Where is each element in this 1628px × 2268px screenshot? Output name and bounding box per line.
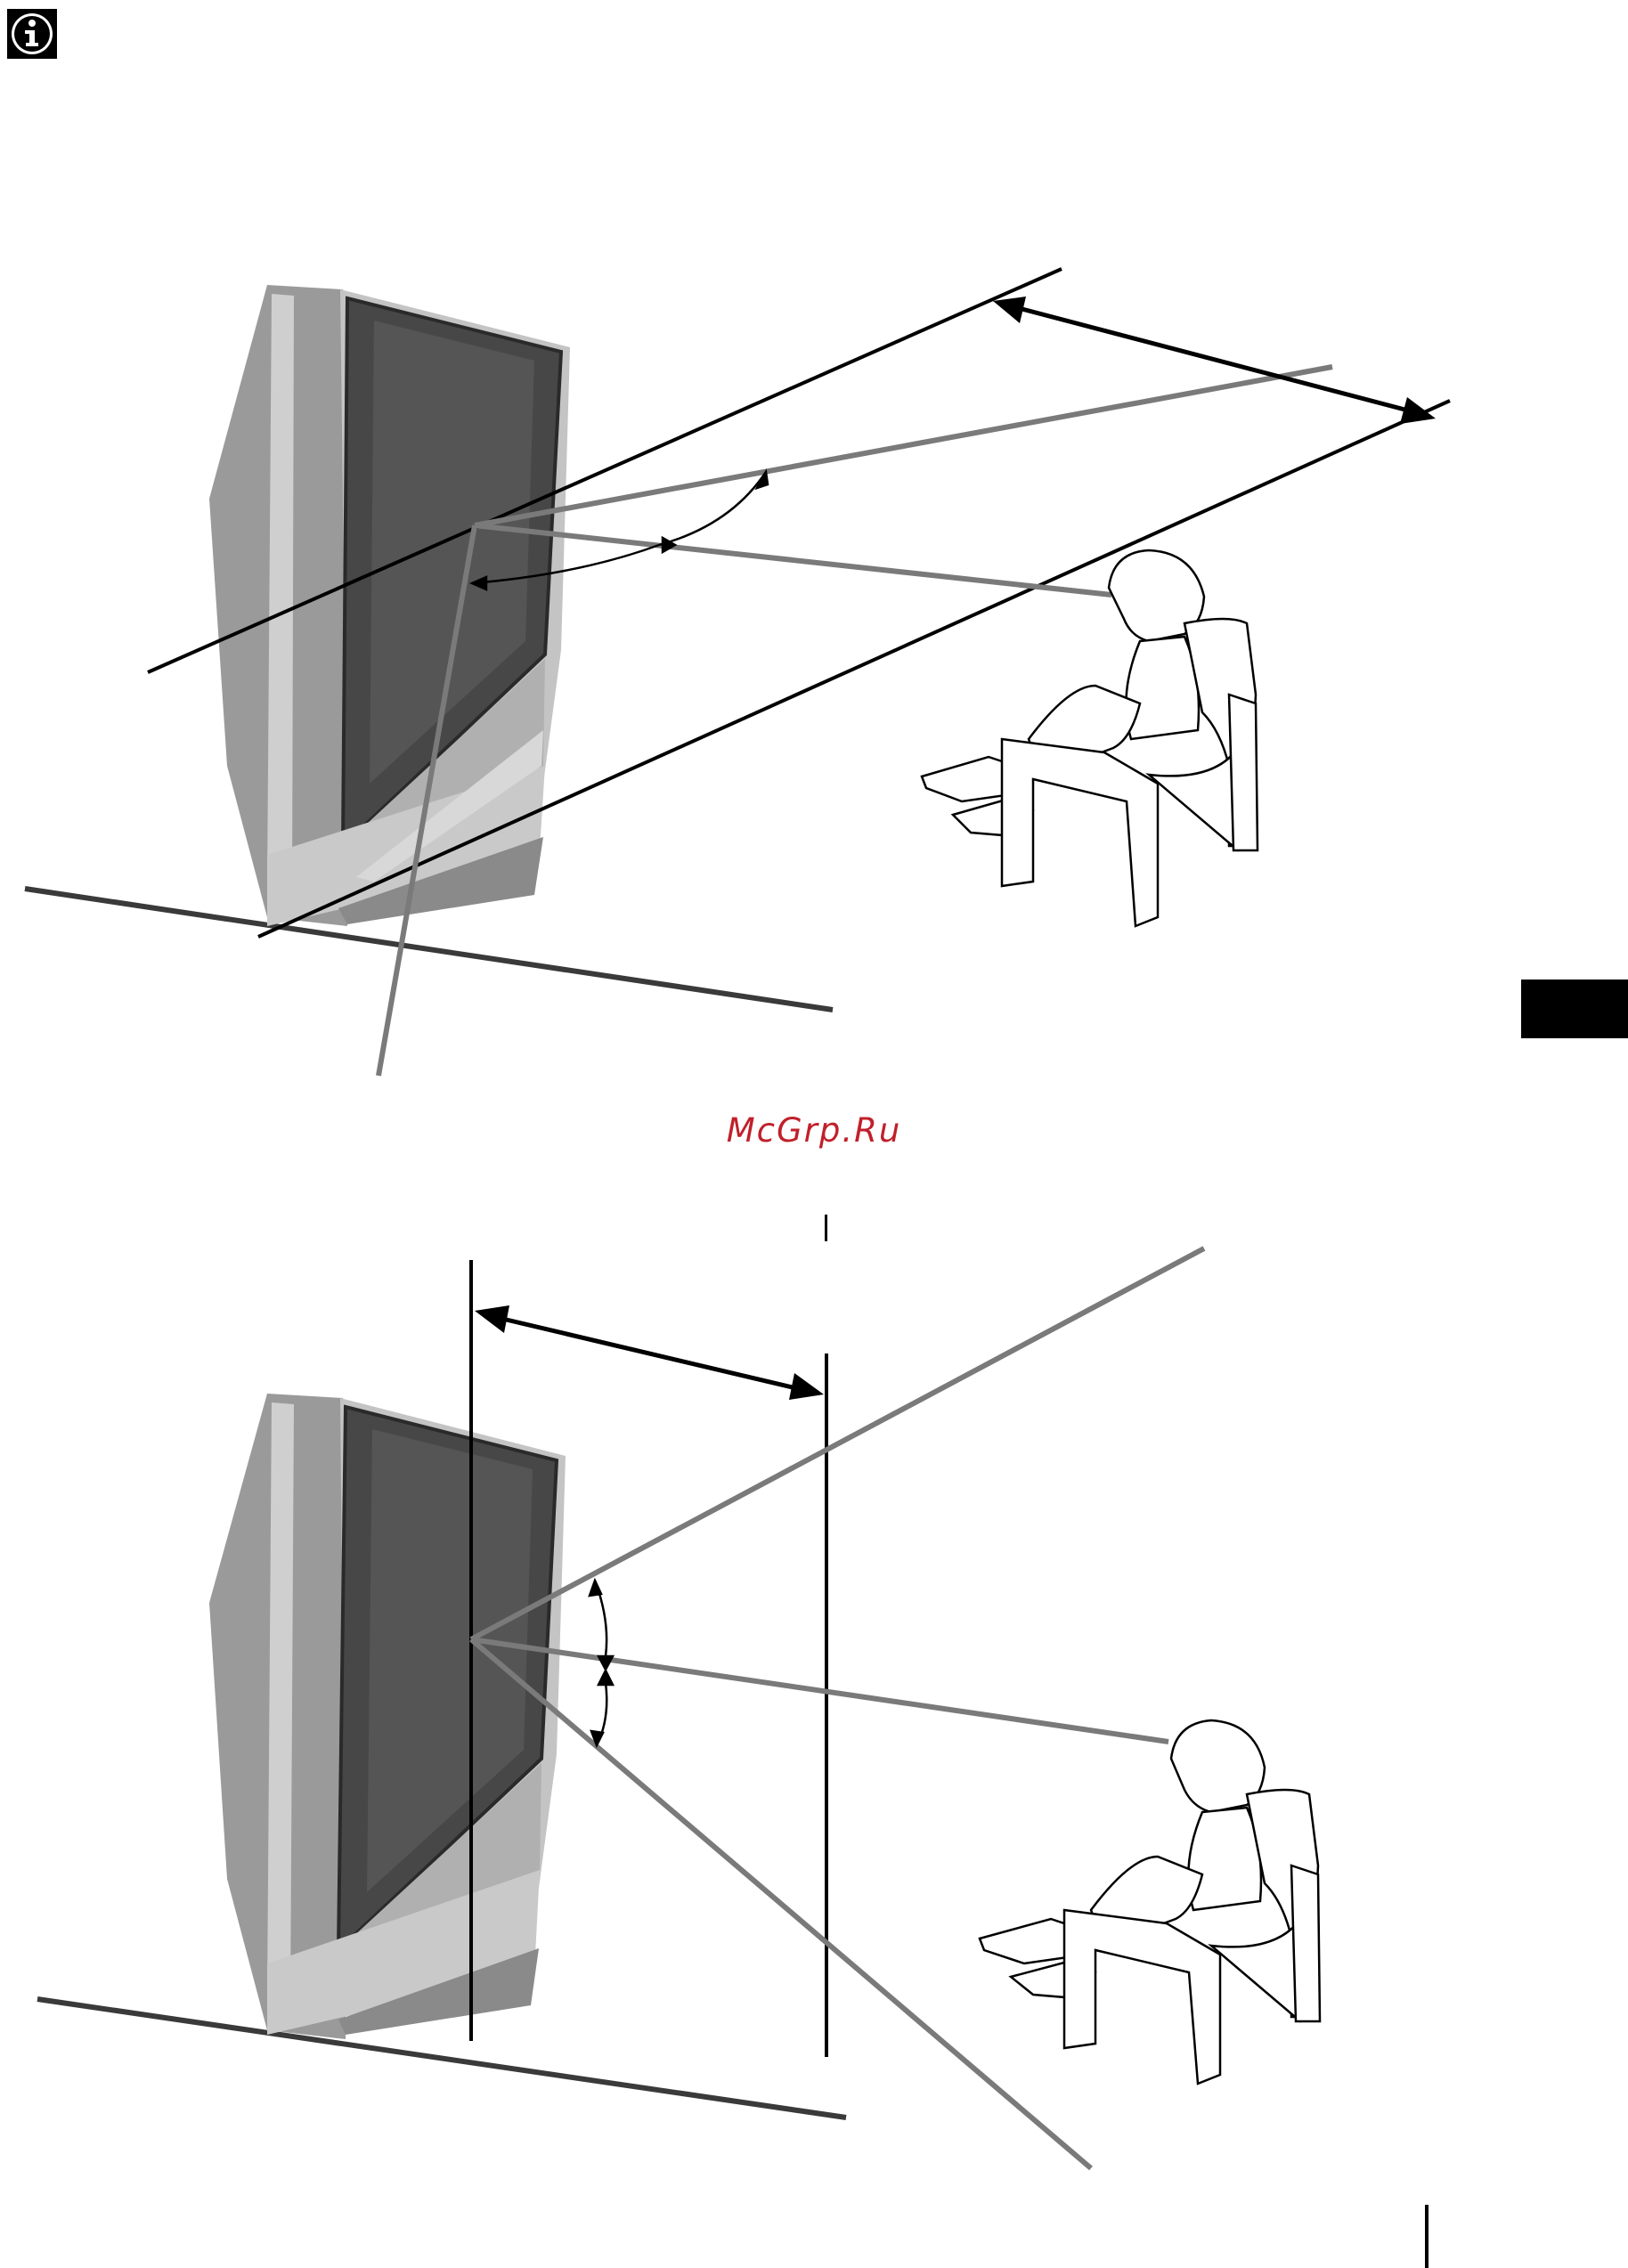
angle-arcs bbox=[590, 1581, 613, 1745]
distance-arrow bbox=[475, 1305, 824, 1400]
vertical-viewing-angle-figure bbox=[0, 0, 1628, 1086]
seated-viewer bbox=[980, 1720, 1320, 2084]
chapter-tab bbox=[1521, 980, 1628, 1038]
page-edge-mark bbox=[1425, 2205, 1429, 2268]
horizontal-viewing-angle-figure bbox=[0, 1175, 1628, 2268]
seated-viewer bbox=[922, 550, 1258, 926]
watermark: McGrp.Ru bbox=[0, 1111, 1628, 1150]
distance-arrow bbox=[993, 297, 1436, 424]
tv-set bbox=[209, 285, 570, 926]
tv-set bbox=[209, 1394, 566, 2039]
